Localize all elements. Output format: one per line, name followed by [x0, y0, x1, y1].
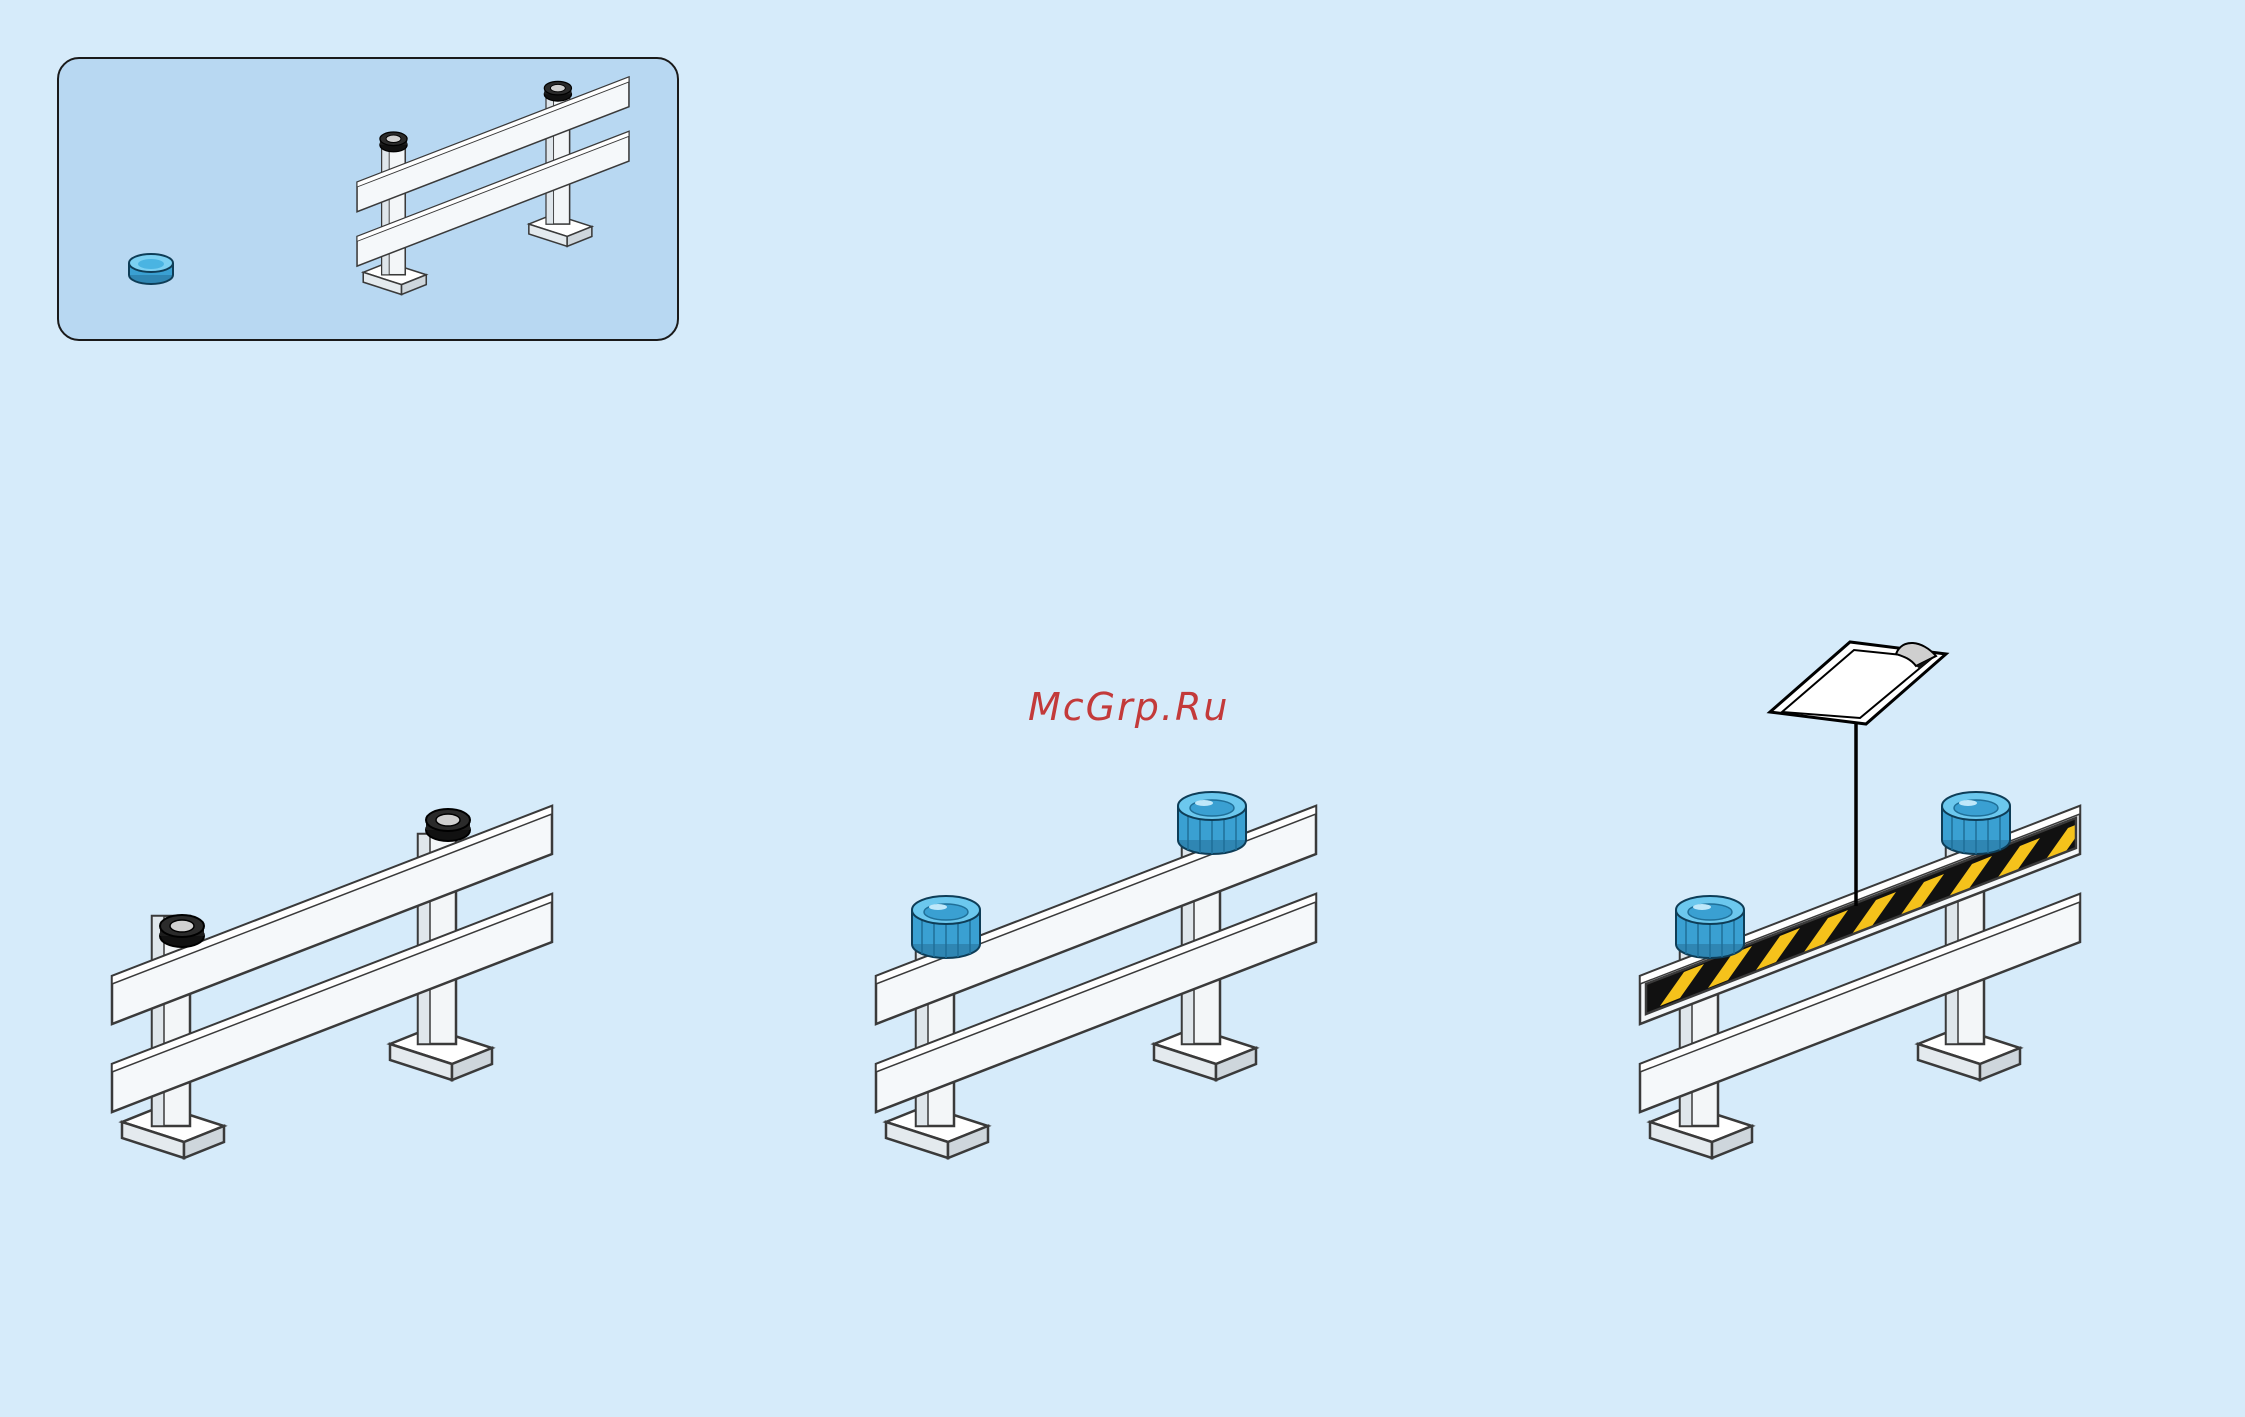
- blue-light-back: [1178, 792, 1246, 854]
- blue-light-front: [1676, 896, 1744, 958]
- step-fence-hazard-sticker: [1640, 640, 2082, 1166]
- step-fence-blue-lights: [876, 790, 1318, 1166]
- black-stud-back: [426, 809, 470, 841]
- fence-railing-part-icon: [343, 77, 643, 297]
- blue-light-back: [1942, 792, 2010, 854]
- black-stud-front: [160, 915, 204, 947]
- step-fence-black-studs: [112, 806, 554, 1166]
- sticker-sheet-icon: [1770, 642, 1946, 724]
- blue-light-front: [912, 896, 980, 958]
- blue-light-tile-part-icon: [121, 249, 181, 299]
- parts-list-box: [57, 57, 679, 341]
- watermark: McGrp.Ru: [1028, 685, 1229, 729]
